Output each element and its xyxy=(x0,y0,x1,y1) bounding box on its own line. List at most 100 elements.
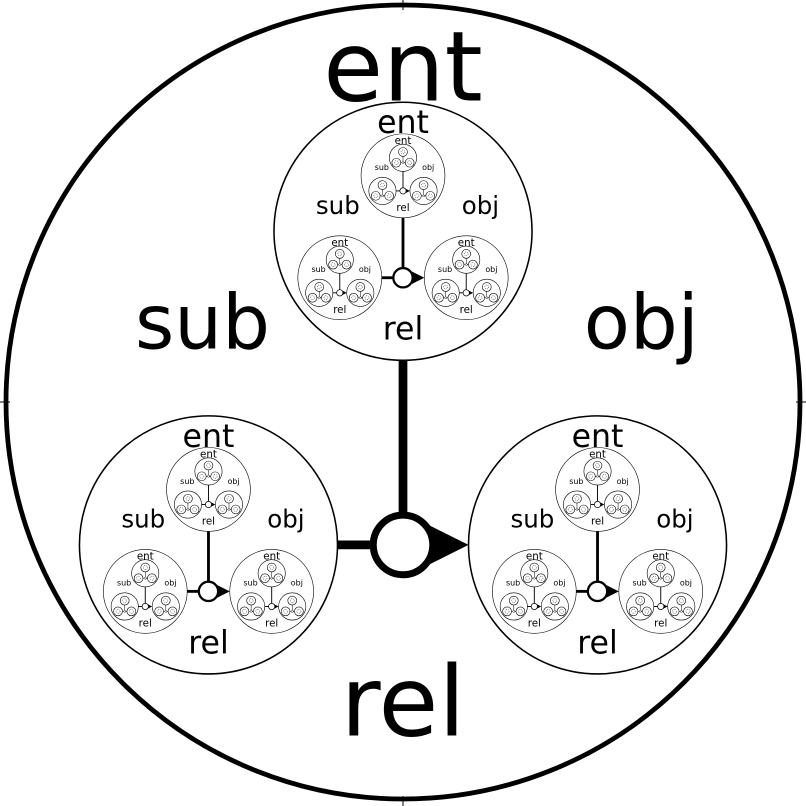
root-obj-obj-ent-ent-circle xyxy=(656,562,666,573)
root-obj-sub-obj-sub-circle xyxy=(543,606,553,617)
root-obj-sub-obj-ent-group xyxy=(550,595,560,606)
root-ent-sub-ent-obj-circle xyxy=(341,259,352,270)
root-obj-obj-sub-obj-circle xyxy=(642,606,652,617)
root-obj-ent-sub-ent-group xyxy=(572,493,582,504)
root-ent-label-obj: obj xyxy=(462,191,499,220)
root-ent-sub-relation-hub xyxy=(336,289,344,297)
root-obj-ent-obj-relation-hub xyxy=(616,508,620,511)
root-ent-ent-obj-sub-group xyxy=(412,191,422,201)
root-ent-obj-obj-ent-leaf-dots xyxy=(484,284,490,290)
root-obj-obj-sub-ent-group xyxy=(635,595,645,606)
root-sub-ent-label-sub: sub xyxy=(180,477,194,486)
root-sub-obj-sub-obj-leaf-dots xyxy=(255,609,261,614)
root-ent-obj-label-sub: sub xyxy=(438,265,452,274)
root-ent-obj-label-rel: rel xyxy=(460,304,473,316)
root-ent-ent-ent-sub-circle xyxy=(391,157,402,168)
root-obj-ent-obj-ent-circle xyxy=(613,493,623,504)
root-ent-ent-relation-hub xyxy=(399,187,407,195)
root-obj-ent-sub-sub-circle xyxy=(565,504,576,515)
root-ent-sub-label-ent: ent xyxy=(331,237,348,249)
root-sub-sub-ent-sub-group xyxy=(133,573,144,583)
root-sub-sub-obj-sub-group xyxy=(154,606,164,617)
root-ent-obj-sub-obj-leaf-dots xyxy=(450,295,455,300)
root-sub-ent-obj-obj-leaf-dots xyxy=(233,507,238,512)
root-obj-sub-ent-sub-leaf-dots xyxy=(525,576,530,581)
root-sub-label-rel: rel xyxy=(188,625,229,661)
root-ent-ent-obj-ent-circle xyxy=(418,180,429,190)
root-sub-sub-label-rel: rel xyxy=(139,618,152,630)
root-ent-obj-label-obj: obj xyxy=(485,265,497,274)
root-sub-obj-label-sub: sub xyxy=(243,579,257,588)
root-obj-ent-obj-sub-leaf-dots xyxy=(609,507,614,512)
root-ent-ent-sub-relation-hub xyxy=(381,194,384,198)
root-obj-ent-sub-sub-group xyxy=(565,504,576,515)
root-ent-label-sub: sub xyxy=(316,191,360,220)
root-sub-arrow-head xyxy=(215,584,230,599)
root-obj-obj-obj-ent-circle xyxy=(676,595,687,606)
root-ent-obj-ent-obj-group xyxy=(468,259,478,270)
root-ent-obj-ent-ent-group xyxy=(461,249,471,259)
root-sub-ent-ent-ent-leaf-dots xyxy=(206,463,211,468)
root-sub-sub-sub-relation-hub xyxy=(123,610,126,613)
root-sub-ent-sub-sub-leaf-dots xyxy=(179,507,184,512)
root-ent-sub-ent-ent-circle xyxy=(335,249,345,259)
root-ent-ent-obj-sub-leaf-dots xyxy=(414,193,420,199)
root-sub-obj-sub-sub-group xyxy=(239,606,250,617)
root-ent-ent-sub-ent-leaf-dots xyxy=(380,182,385,188)
root-ent-ent-sub-sub-circle xyxy=(371,191,381,201)
root-obj-label-obj: obj xyxy=(656,505,693,534)
root-obj-sub-ent-obj-group xyxy=(536,573,546,583)
root-ent-sub-ent-relation-hub xyxy=(338,263,341,266)
root-obj-ent-obj-obj-circle xyxy=(620,504,630,515)
root-obj-ent-sub-sub-leaf-dots xyxy=(568,507,573,512)
root-ent-sub-sub-relation-hub xyxy=(318,296,321,299)
root-ent-obj-obj-sub-group xyxy=(475,293,485,303)
root-obj-ent-obj-obj-leaf-dots xyxy=(622,507,627,512)
root-sub-sub-obj-sub-circle xyxy=(154,606,164,617)
root-obj-ent-label-rel: rel xyxy=(591,516,604,528)
root-ent-obj-relation-hub xyxy=(462,289,470,297)
root-sub-sub-sub-obj-group xyxy=(126,606,137,617)
root-sub-obj-sub-obj-group xyxy=(253,606,263,617)
root-sub-sub-sub-ent-group xyxy=(119,595,130,606)
root-ent-obj-sub-sub-circle xyxy=(434,293,444,303)
root-sub-ent-label-obj: obj xyxy=(228,477,240,486)
root-ent-ent-obj-relation-hub xyxy=(422,194,425,198)
root-sub-obj-ent-obj-leaf-dots xyxy=(276,576,281,581)
root-obj-obj-obj-sub-circle xyxy=(669,606,680,617)
root-sub-obj-obj-sub-group xyxy=(280,606,291,617)
root-ent-ent-sub-ent-circle xyxy=(377,180,388,190)
root-ent-obj-obj-ent-circle xyxy=(482,282,492,292)
root-sub-sub-relation-hub xyxy=(141,602,149,610)
root-ent-sub-obj-obj-leaf-dots xyxy=(364,295,370,300)
root-sub-obj-obj-sub-circle xyxy=(280,606,291,617)
root-obj-obj-ent-obj-leaf-dots xyxy=(665,576,670,581)
root-ent-sub-ent-sub-group xyxy=(328,259,338,270)
root-obj-obj-ent-ent-group xyxy=(656,562,666,573)
root-obj-obj-obj-relation-hub xyxy=(680,610,683,613)
root-ent-ent-ent-ent-leaf-dots xyxy=(400,149,406,155)
root-ent-sub-obj-relation-hub xyxy=(359,296,362,299)
root-sub-ent-obj-obj-group xyxy=(230,504,241,515)
root-obj-obj-ent-obj-group xyxy=(662,573,673,583)
root-sub-ent-sub-sub-group xyxy=(176,504,186,515)
root-ent-ent-label-sub: sub xyxy=(375,163,389,172)
root-sub-sub-obj-sub-leaf-dots xyxy=(156,609,162,614)
root-ent-obj-ent-sub-group xyxy=(454,259,465,270)
root-obj-obj-ent-relation-hub xyxy=(659,577,662,580)
root-obj-sub-obj-sub-group xyxy=(543,606,553,617)
root-sub-obj-label-ent: ent xyxy=(263,550,280,562)
root-sub-ent-sub-ent-circle xyxy=(183,493,193,504)
root-relation-hub xyxy=(369,511,437,579)
root-ent-sub-sub-ent-group xyxy=(314,282,324,292)
root-ent-sub-obj-ent-leaf-dots xyxy=(358,284,363,290)
root-ent-obj-ent-ent-leaf-dots xyxy=(463,251,469,257)
root-obj-label-sub: sub xyxy=(510,505,554,534)
root-sub-sub-ent-obj-leaf-dots xyxy=(149,576,155,581)
root-ent-obj-ent-ent-circle xyxy=(461,249,471,259)
root-sub-obj-obj-ent-circle xyxy=(287,595,297,606)
root-sub-ent-sub-sub-circle xyxy=(176,504,186,515)
root-obj-sub-ent-obj-leaf-dots xyxy=(538,576,544,581)
root-obj-obj-sub-ent-leaf-dots xyxy=(637,598,643,603)
root-ent-obj-sub-obj-group xyxy=(447,293,458,303)
